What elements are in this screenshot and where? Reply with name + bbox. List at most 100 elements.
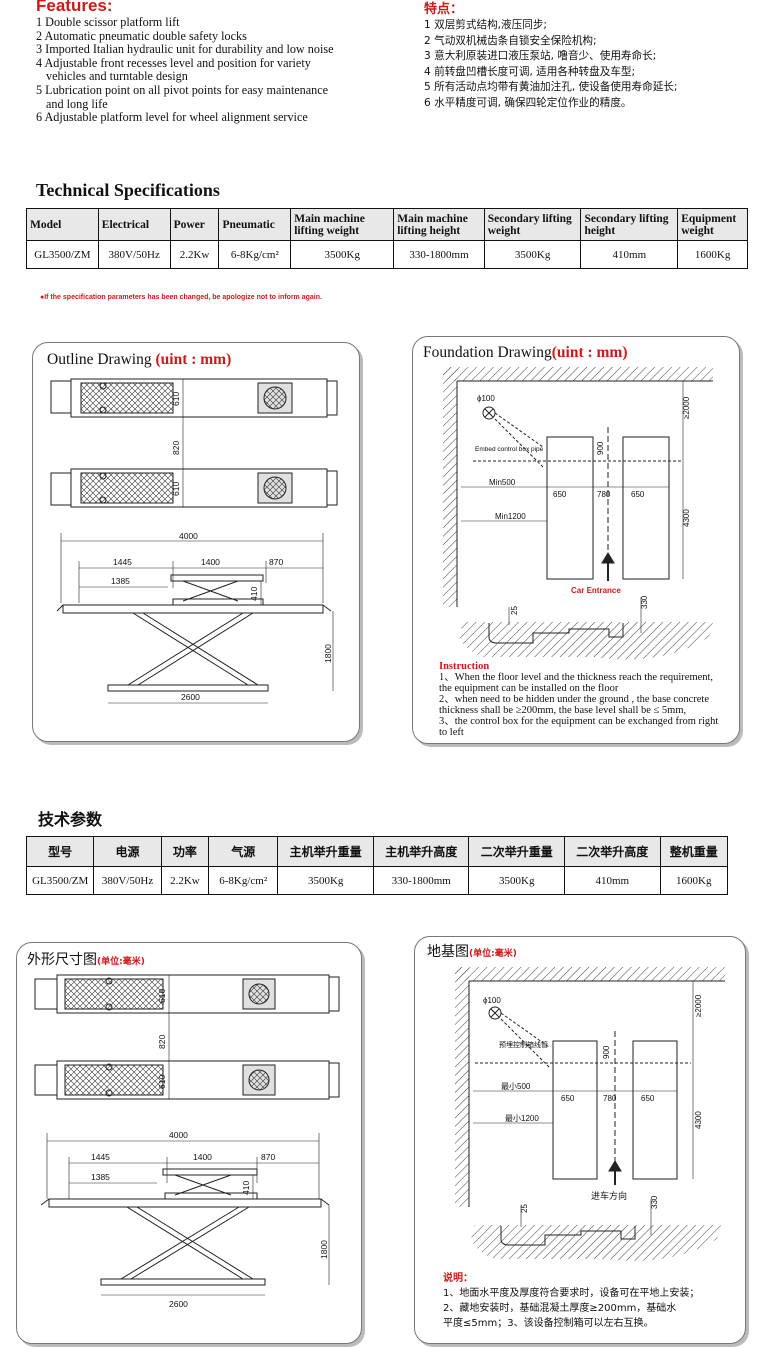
dim-label: 650 [561, 1094, 575, 1103]
spec-header: 功率 [160, 836, 210, 867]
dim-label: 2600 [169, 1299, 188, 1309]
spec-cell: 410mm [580, 240, 679, 269]
spec-cn-table: 型号 电源 功率 气源 主机举升重量 主机举升高度 二次举升重量 二次举升高度 … [25, 836, 729, 895]
feature-cn-item: 5 所有活动点均带有黄油加注孔, 使设备使用寿命延长; [424, 81, 678, 93]
min500-label-cn: 最小500 [501, 1082, 531, 1091]
dim-label: 780 [597, 490, 611, 499]
dim-label: 25 [520, 1204, 529, 1213]
foundation-drawing-cn-svg: ϕ100 预埋控制箱线管 ≥2000 900 650 780 650 4300 … [455, 967, 725, 1261]
car-entrance-label: Car Entrance [571, 586, 621, 595]
instruction-line: thickness shall be ≥200mm, the base leve… [439, 705, 687, 716]
dim-label: 610 [157, 1075, 167, 1089]
instruction-heading-cn: 说明： [443, 1273, 473, 1284]
dim-label: 330 [650, 1195, 659, 1209]
embed-label-cn: 预埋控制箱线管 [499, 1040, 548, 1049]
feature-cn-item: 3 意大利原装进口液压泵站, 噜音少、使用寿命长; [424, 50, 657, 62]
dim-label: 780 [603, 1094, 617, 1103]
feature-item: vehicles and turntable design [46, 69, 188, 84]
instruction-line-cn: 平度≤5mm；3、该设备控制箱可以左右互换。 [443, 1318, 654, 1329]
spec-en-title: Technical Specifications [36, 180, 220, 200]
feature-item: 3 Imported Italian hydraulic unit for du… [36, 42, 334, 57]
spec-header: Main machine lifting weight [290, 208, 395, 241]
dim-label: 2600 [181, 692, 200, 702]
dim-label: 900 [596, 441, 605, 455]
foundation-cn-unit-text: (单位:毫米) [469, 949, 517, 959]
spec-cell: 2.2Kw [169, 240, 220, 269]
min500-label: Min500 [489, 478, 516, 487]
instruction-line: 3、the control box for the equipment can … [439, 716, 719, 727]
outline-drawing-cn-panel: 外形尺寸图(单位:毫米) [16, 942, 362, 1344]
spec-cell: 380V/50Hz [97, 240, 171, 269]
spec-cell: 1600Kg [659, 866, 729, 895]
dim-label: 1800 [323, 644, 333, 663]
spec-header: Secondary lifting weight [483, 208, 582, 241]
embed-label: Embed control box pipe [475, 446, 544, 453]
spec-cell: 3500Kg [290, 240, 395, 269]
dim-label: 650 [641, 1094, 655, 1103]
spec-cell: GL3500/ZM [25, 866, 95, 895]
spec-cell: 3500Kg [468, 866, 565, 895]
dim-label: ≥2000 [682, 396, 691, 419]
spec-header: Main machine lifting height [393, 208, 485, 241]
dim-label: 610 [171, 482, 181, 496]
spec-cell: 3500Kg [483, 240, 582, 269]
dim-label: 4000 [169, 1130, 188, 1140]
dim-label: 1385 [91, 1172, 110, 1182]
outline-cn-unit-text: (单位:毫米) [97, 957, 145, 967]
spec-header: Model [26, 208, 99, 241]
spec-header: 主机举升重量 [277, 836, 374, 867]
car-entrance-label-cn: 进车方向 [591, 1190, 627, 1201]
foundation-drawing-svg: ϕ100 Embed control box pipe ≥2000 900 65… [443, 367, 713, 660]
instruction-line: to left [439, 727, 464, 738]
dim-label: 330 [640, 595, 649, 609]
foundation-cn-instructions: 说明： 1、地面水平度及厚度符合要求时，设备可在平地上安装； 2、藏地安装时，基… [443, 1271, 741, 1331]
feature-item: 2 Automatic pneumatic double safety lock… [36, 28, 247, 43]
outline-drawing-panel: Outline Drawing (uint : mm) [32, 342, 360, 742]
spec-header: 二次举升重量 [468, 836, 565, 867]
spec-cell: 6-8Kg/cm² [208, 866, 279, 895]
features-title: Features: [36, 0, 113, 15]
spec-header: 电源 [93, 836, 162, 867]
dim-label: 1800 [319, 1240, 329, 1259]
spec-header: Electrical [97, 208, 171, 241]
dim-label: 410 [249, 587, 259, 601]
features-cn-list: 1 双层剪式结构,液压同步; 2 气动双机械齿条自锁安全保险机构; 3 意大利原… [424, 18, 754, 111]
dim-label: 610 [157, 989, 167, 1003]
spec-note: ●If the specification parameters has bee… [40, 294, 322, 301]
outline-unit-text: (uint : mm) [155, 351, 232, 368]
dim-label: 650 [631, 490, 645, 499]
spec-header: Power [169, 208, 220, 241]
dim-label: 820 [171, 441, 181, 455]
feature-item: 5 Lubrication point on all pivot points … [36, 82, 329, 97]
dim-label: 410 [241, 1181, 251, 1195]
feature-cn-item: 6 水平精度可调, 确保四轮定位作业的精度。 [424, 96, 632, 109]
feature-cn-item: 1 双层剪式结构,液压同步; [424, 19, 547, 31]
spec-cell: GL3500/ZM [26, 240, 99, 269]
foundation-drawing-title: Foundation Drawing(uint : mm) [423, 344, 628, 362]
min1200-label-cn: 最小1200 [505, 1114, 539, 1123]
spec-cn-title: 技术参数 [38, 810, 103, 829]
dim-label: 610 [171, 392, 181, 406]
outline-drawing-svg: 610 820 610 4000 1445 1400 870 1385 410 … [50, 378, 338, 704]
min1200-label: Min1200 [495, 512, 526, 521]
foundation-instructions: Instruction 1、When the floor level and t… [439, 661, 735, 738]
foundation-title-text: Foundation Drawing [423, 344, 552, 361]
foundation-drawing-cn-panel: 地基图(单位:毫米) [414, 936, 746, 1344]
spec-cell: 330-1800mm [393, 240, 485, 269]
spec-header: 主机举升高度 [372, 836, 470, 867]
dim-label: 820 [157, 1035, 167, 1049]
dim-label: 650 [553, 490, 567, 499]
dim-label: 1400 [193, 1152, 212, 1162]
feature-item: and long life [46, 96, 108, 111]
dim-label: 900 [602, 1045, 611, 1059]
dim-label: ≥2000 [694, 994, 703, 1017]
feature-cn-item: 2 气动双机械齿条自锁安全保险机构; [424, 34, 597, 47]
dim-label: 1445 [113, 557, 132, 567]
foundation-unit-text: (uint : mm) [551, 344, 628, 361]
dim-label: 1445 [91, 1152, 110, 1162]
spec-header: Secondary lifting height [580, 208, 679, 241]
spec-cell: 3500Kg [277, 866, 374, 895]
spec-cell: 1600Kg [677, 240, 748, 269]
spec-en-table: Model Electrical Power Pneumatic Main ma… [26, 208, 748, 269]
spec-header: 整机重量 [659, 836, 729, 867]
